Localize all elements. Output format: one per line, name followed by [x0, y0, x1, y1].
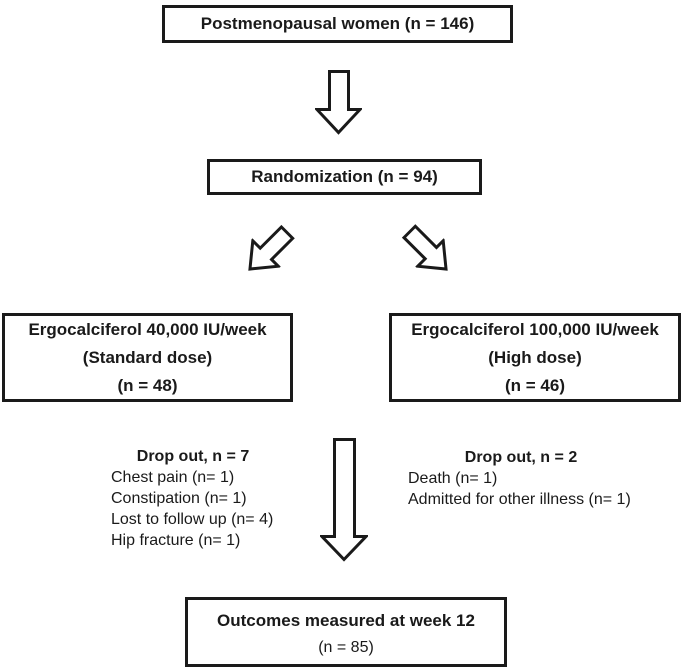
- enrollment-box-label: Postmenopausal women (n = 146): [200, 14, 475, 33]
- branch-left-arrow-icon: [234, 217, 302, 285]
- dropout-right-item: Admitted for other illness (n= 1): [408, 491, 631, 508]
- enrollment-box: Postmenopausal women (n = 146): [162, 5, 513, 43]
- outcomes-box-subtitle: (n = 85): [318, 638, 374, 656]
- standard-dose-line-2: (Standard dose): [82, 347, 213, 367]
- down-arrow-icon: [315, 70, 362, 135]
- high-dose-line-3: (n = 46): [505, 375, 565, 395]
- dropout-right-note: Drop out, n = 2 Death (n= 1) Admitted fo…: [408, 447, 634, 510]
- outcomes-box-title: Outcomes measured at week 12: [217, 610, 475, 630]
- standard-dose-box: Ergocalciferol 40,000 IU/week (Standard …: [2, 313, 293, 402]
- randomization-box-label: Randomization (n = 94): [251, 167, 438, 186]
- branch-right-arrow-icon: [394, 217, 462, 285]
- dropout-right-header: Drop out, n = 2: [464, 449, 578, 466]
- high-dose-box: Ergocalciferol 100,000 IU/week (High dos…: [389, 313, 681, 402]
- standard-dose-line-3: (n = 48): [117, 375, 178, 395]
- main-down-arrow-icon: [320, 438, 368, 562]
- dropout-left-note: Drop out, n = 7 Chest pain (n= 1) Consti…: [111, 446, 275, 551]
- dropout-left-item: Chest pain (n= 1): [111, 469, 235, 486]
- dropout-left-item: Hip fracture (n= 1): [111, 532, 241, 549]
- randomization-box: Randomization (n = 94): [207, 159, 482, 195]
- dropout-left-item: Lost to follow up (n= 4): [111, 511, 274, 528]
- dropout-right-item: Death (n= 1): [408, 470, 498, 487]
- high-dose-line-2: (High dose): [488, 347, 582, 367]
- dropout-left-item: Constipation (n= 1): [111, 490, 247, 507]
- outcomes-box: Outcomes measured at week 12 (n = 85): [185, 597, 507, 667]
- dropout-left-header: Drop out, n = 7: [136, 448, 250, 465]
- high-dose-line-1: Ergocalciferol 100,000 IU/week: [411, 319, 659, 339]
- standard-dose-line-1: Ergocalciferol 40,000 IU/week: [28, 319, 267, 339]
